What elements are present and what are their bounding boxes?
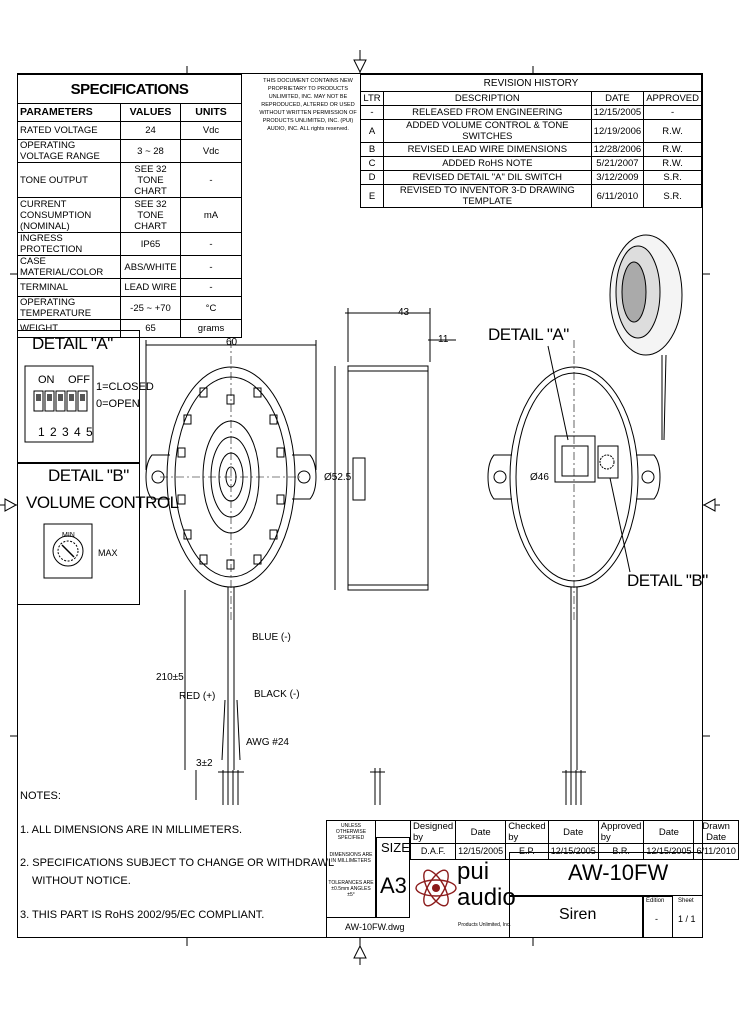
- detail-a-on-label: ON: [38, 374, 55, 386]
- proprietary-note: THIS DOCUMENT CONTAINS NEW PROPRIETARY T…: [259, 78, 357, 132]
- tb-size-label: SIZE: [381, 840, 410, 855]
- callout-detail-b: DETAIL "B": [627, 571, 708, 590]
- logo-audio: audio: [457, 884, 516, 911]
- revision-history-table: REVISION HISTORY LTR DESCRIPTION DATE AP…: [360, 74, 702, 208]
- callout-detail-a: DETAIL "A": [488, 325, 569, 344]
- approval-table: Designed by Date Checked by Date Approve…: [409, 820, 739, 860]
- dim-11: 11: [438, 334, 449, 345]
- volume-knob-icon: [43, 523, 93, 579]
- logo-pui: pui: [457, 858, 490, 885]
- spec-value: 3 ~ 28: [120, 139, 181, 163]
- detail-a-title: DETAIL "A": [32, 334, 113, 353]
- tb-desc-cell: [509, 896, 643, 938]
- tb-h-date1: Date: [455, 820, 507, 844]
- spec-unit: mA: [180, 197, 242, 233]
- awg-label: AWG #24: [246, 737, 289, 748]
- note-2: 2. SPECIFICATIONS SUBJECT TO CHANGE OR W…: [20, 857, 335, 869]
- logo-subtitle: Products Unlimited, Inc.: [458, 922, 511, 928]
- detail-b-subtitle: VOLUME CONTROL: [26, 493, 179, 512]
- detail-a-digits: 1 2 3 4 5: [38, 425, 94, 439]
- tb-left-col: [326, 820, 376, 918]
- tb-dims-in: DIMENSIONS ARE IN MILLIMETERS: [329, 852, 373, 864]
- tb-part-number: AW-10FW: [568, 860, 669, 885]
- specs-row: CURRENT CONSUMPTION (NOMINAL)SEE 32 TONE…: [17, 197, 242, 233]
- tb-part-cell: [509, 852, 703, 896]
- detail-b-min: MIN: [62, 532, 75, 539]
- tb-designed: D.A.F.: [409, 843, 457, 860]
- tb-h-checked: Checked by: [505, 820, 549, 844]
- spec-value: SEE 32 TONE CHART: [120, 197, 181, 233]
- tb-date3: 12/15/2005: [643, 843, 695, 860]
- note-3: 3. THIS PART IS RoHS 2002/95/EC COMPLIAN…: [20, 909, 265, 921]
- spec-unit: Vdc: [180, 139, 242, 163]
- dim-46: Ø46: [530, 472, 549, 483]
- spec-param: INGRESS PROTECTION: [17, 232, 121, 256]
- tb-edition-label: Edition: [646, 898, 665, 904]
- dim-52-5: Ø52.5: [324, 472, 352, 483]
- spec-value: -25 ~ +70: [120, 296, 181, 320]
- rev-ltr: E: [360, 184, 384, 208]
- tb-tolerance: TOLERANCES ARE ±0.5mm ANGLES ±5°: [328, 880, 374, 898]
- tb-date1: 12/15/2005: [455, 843, 507, 860]
- detail-a-box: [17, 330, 140, 463]
- detail-a-closed: 1=CLOSED: [96, 381, 154, 393]
- dim-43: 43: [398, 307, 410, 318]
- dim-60: 60: [226, 337, 238, 348]
- spec-param: OPERATING TEMPERATURE: [17, 296, 121, 320]
- wire-black-label: BLACK (-): [254, 689, 300, 700]
- detail-a-off-label: OFF: [68, 374, 90, 386]
- tb-edition: -: [655, 914, 658, 924]
- spec-param: TONE OUTPUT: [17, 162, 121, 198]
- dip-switch-icon: [24, 365, 94, 443]
- detail-b-max: MAX: [98, 548, 118, 558]
- tb-size: A3: [380, 873, 407, 898]
- tb-edition-cell: [643, 896, 673, 938]
- specifications-table: SPECIFICATIONS PARAMETERS VALUES UNITS R…: [17, 74, 242, 338]
- note-2-cont: WITHOUT NOTICE.: [32, 875, 131, 887]
- tb-approved: B.R.: [597, 843, 645, 860]
- tb-file: AW-10FW.dwg: [345, 922, 405, 932]
- rev-ltr: A: [360, 119, 384, 143]
- tb-h-approved: Approved by: [597, 820, 645, 844]
- siren-drawing: [145, 234, 683, 805]
- tb-size-cell: [376, 837, 410, 918]
- detail-a-open: 0=OPEN: [96, 398, 140, 410]
- tb-h-date3: Date: [643, 820, 695, 844]
- notes-title: NOTES:: [20, 790, 61, 802]
- rev-header-ltr: LTR: [360, 91, 384, 106]
- tb-sheet-label: Sheet: [678, 898, 694, 904]
- rev-desc: REVISED TO INVENTOR 3-D DRAWING TEMPLATE: [383, 184, 592, 208]
- tb-h-drawn: Drawn Date: [693, 820, 739, 844]
- dim-3: 3±2: [196, 758, 213, 769]
- spec-unit: -: [180, 255, 242, 279]
- detail-b-title: DETAIL "B": [48, 466, 129, 485]
- frame-markers: [0, 50, 720, 965]
- tb-drawn: 6/11/2010: [693, 843, 739, 860]
- spec-value: SEE 32 TONE CHART: [120, 162, 181, 198]
- tb-date2: 12/15/2005: [547, 843, 599, 860]
- tb-unless: UNLESS OTHERWISE SPECIFIED: [335, 823, 367, 841]
- dim-210: 210±5: [156, 672, 184, 683]
- spec-unit: grams: [180, 319, 242, 338]
- tb-description: Siren: [559, 906, 597, 923]
- tb-h-date2: Date: [547, 820, 599, 844]
- spec-param: CASE MATERIAL/COLOR: [17, 255, 121, 279]
- wire-red-label: RED (+): [179, 691, 216, 702]
- detail-b-box: [17, 463, 140, 605]
- specs-title: SPECIFICATIONS: [17, 74, 242, 104]
- rev-approved: S.R.: [643, 184, 702, 208]
- note-1: 1. ALL DIMENSIONS ARE IN MILLIMETERS.: [20, 824, 243, 836]
- tb-h-designed: Designed by: [409, 820, 457, 844]
- tb-sheet: 1 / 1: [678, 914, 696, 924]
- pui-audio-logo: [415, 869, 457, 907]
- wire-blue-label: BLUE (-): [252, 632, 291, 643]
